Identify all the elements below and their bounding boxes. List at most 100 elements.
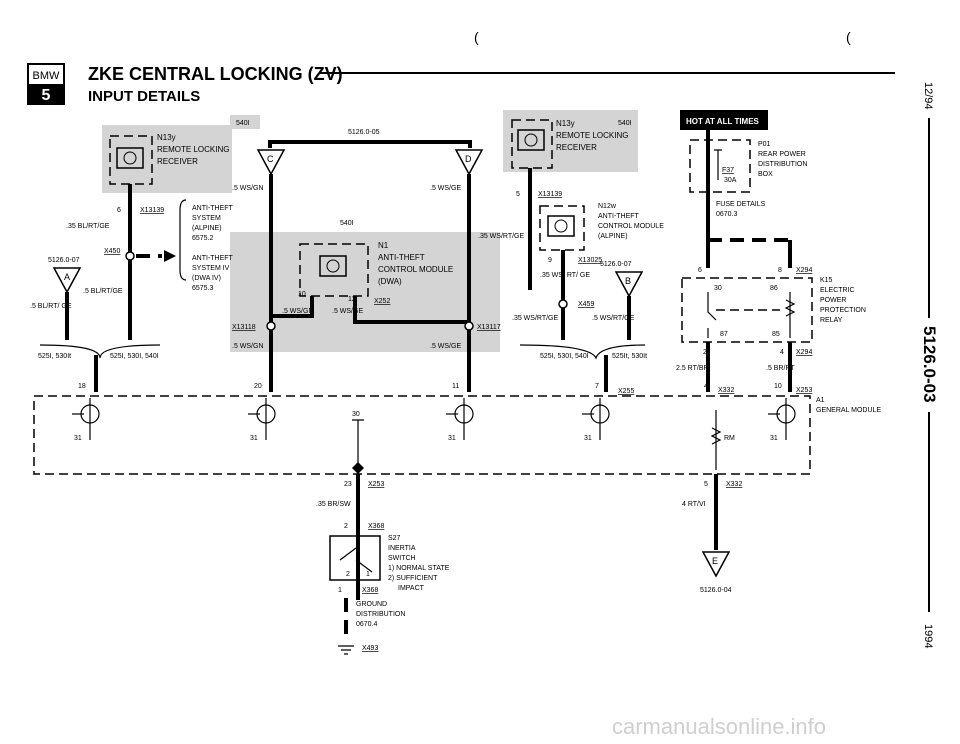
svg-text:SYSTEM: SYSTEM xyxy=(192,215,221,222)
svg-text:IMPACT: IMPACT xyxy=(398,585,425,592)
svg-text:RELAY: RELAY xyxy=(820,317,843,324)
svg-text:2) SUFFICIENT: 2) SUFFICIENT xyxy=(388,575,438,582)
svg-text:4: 4 xyxy=(704,383,708,390)
svg-text:(DWA IV): (DWA IV) xyxy=(192,275,221,282)
svg-text:X253: X253 xyxy=(368,481,384,488)
svg-text:X368: X368 xyxy=(362,587,378,594)
svg-text:RM: RM xyxy=(724,435,735,442)
svg-text:ANTI-THEFT: ANTI-THEFT xyxy=(378,253,425,262)
svg-text:5126.0-05: 5126.0-05 xyxy=(348,129,380,136)
svg-text:.5 WS/GE: .5 WS/GE xyxy=(430,343,461,350)
svg-text:CONTROL MODULE: CONTROL MODULE xyxy=(378,265,453,274)
svg-text:SYSTEM IV: SYSTEM IV xyxy=(192,265,230,272)
page-subtitle: INPUT DETAILS xyxy=(88,88,200,105)
svg-text:A: A xyxy=(64,272,70,282)
svg-text:31: 31 xyxy=(770,435,778,442)
svg-text:20: 20 xyxy=(254,383,262,390)
svg-text:.5 WS/GE: .5 WS/GE xyxy=(430,185,461,192)
connector-d-icon xyxy=(454,149,484,176)
svg-text:(ALPINE): (ALPINE) xyxy=(192,225,222,232)
svg-text:(ALPINE): (ALPINE) xyxy=(598,233,628,240)
p01-module: F37 30A P01 REAR POWER DISTRIBUTION BOX xyxy=(689,139,807,193)
arrow-icon xyxy=(164,250,176,262)
svg-text:31: 31 xyxy=(448,435,456,442)
svg-text:SWITCH: SWITCH xyxy=(388,555,416,562)
svg-text:0670.4: 0670.4 xyxy=(356,621,378,628)
svg-text:2: 2 xyxy=(344,523,348,530)
svg-text:FUSE DETAILS: FUSE DETAILS xyxy=(716,201,766,208)
svg-text:.35 BR/SW: .35 BR/SW xyxy=(316,501,351,508)
hot-at-all-times-label: HOT AT ALL TIMES xyxy=(686,117,760,126)
n12w-module: N12w ANTI-THEFT CONTROL MODULE (ALPINE) xyxy=(539,203,664,251)
svg-text:X294: X294 xyxy=(796,267,812,274)
svg-text:X13118: X13118 xyxy=(232,324,256,331)
svg-text:N13y: N13y xyxy=(157,133,176,142)
svg-text:5: 5 xyxy=(516,191,520,198)
svg-text:A1: A1 xyxy=(816,397,825,404)
connector-e-icon xyxy=(701,551,731,578)
svg-text:GENERAL MODULE: GENERAL MODULE xyxy=(816,407,881,414)
svg-text:REMOTE LOCKING: REMOTE LOCKING xyxy=(556,131,628,140)
svg-text:X459: X459 xyxy=(578,301,594,308)
svg-text:6575.3: 6575.3 xyxy=(192,285,214,292)
svg-text:.5 WS/RT/GE: .5 WS/RT/GE xyxy=(592,315,635,322)
svg-text:31: 31 xyxy=(584,435,592,442)
transistor-icon xyxy=(72,398,796,440)
n1-module: N1 ANTI-THEFT CONTROL MODULE (DWA) xyxy=(299,241,453,297)
svg-text:RECEIVER: RECEIVER xyxy=(157,157,198,166)
svg-text:REMOTE LOCKING: REMOTE LOCKING xyxy=(157,145,229,154)
svg-text:1: 1 xyxy=(366,571,370,578)
svg-text:.5 BR/RT: .5 BR/RT xyxy=(766,365,795,372)
k15-relay: 6 8 X294 30 86 87 85 K15 ELECTRIC POWER … xyxy=(681,267,866,343)
svg-text:BOX: BOX xyxy=(758,171,773,178)
ground-icon xyxy=(338,645,354,655)
n13y-right-module: N13y REMOTE LOCKING RECEIVER xyxy=(511,119,628,169)
pin-6: 6 xyxy=(117,207,121,214)
svg-text:X368: X368 xyxy=(368,523,384,530)
svg-text:5126.0-07: 5126.0-07 xyxy=(600,261,632,268)
svg-text:.35 WS/RT/GE: .35 WS/RT/GE xyxy=(478,233,524,240)
svg-text:X332: X332 xyxy=(718,387,734,394)
svg-text:4: 4 xyxy=(780,349,784,356)
svg-text:525I, 530I, 540I: 525I, 530I, 540I xyxy=(110,353,159,360)
ref-5126-0-07: 5126.0-07 xyxy=(48,257,80,264)
svg-text:N13y: N13y xyxy=(556,119,575,128)
margin-date: 12/94 xyxy=(922,82,934,110)
right-margin: 12/94 5126.0-03 1994 xyxy=(920,82,939,648)
svg-text:1: 1 xyxy=(338,587,342,594)
svg-text:525It, 530It: 525It, 530It xyxy=(612,353,647,360)
svg-text:4 RT/VI: 4 RT/VI xyxy=(682,501,706,508)
badge-bottom: 5 xyxy=(42,87,51,104)
top-mark: ( xyxy=(474,29,479,45)
margin-section: 5126.0-03 xyxy=(920,326,939,403)
watermark: carmanualsonline.info xyxy=(612,714,826,739)
svg-text:P01: P01 xyxy=(758,141,771,148)
svg-text:ANTI-THEFT: ANTI-THEFT xyxy=(192,205,234,212)
wire-color: .35 BL/RT/GE xyxy=(66,223,110,230)
svg-text:.5 WS/GN: .5 WS/GN xyxy=(232,343,264,350)
svg-text:2: 2 xyxy=(346,571,350,578)
connector-x13139: X13139 xyxy=(140,207,164,214)
svg-text:9: 9 xyxy=(548,257,552,264)
svg-text:N1: N1 xyxy=(378,241,389,250)
svg-text:REAR POWER: REAR POWER xyxy=(758,151,806,158)
svg-text:X13117: X13117 xyxy=(477,324,501,331)
svg-text:11: 11 xyxy=(452,383,459,390)
svg-text:.35 WS/ RT/ GE: .35 WS/ RT/ GE xyxy=(540,272,590,279)
svg-text:X493: X493 xyxy=(362,645,378,652)
svg-text:(DWA): (DWA) xyxy=(378,277,402,286)
svg-text:ANTI-THEFT: ANTI-THEFT xyxy=(598,213,640,220)
svg-text:F37: F37 xyxy=(722,167,734,174)
svg-text:POWER: POWER xyxy=(820,297,846,304)
shade-540i xyxy=(230,115,260,129)
svg-text:2: 2 xyxy=(703,349,707,356)
svg-text:525I, 530I, 540I: 525I, 530I, 540I xyxy=(540,353,589,360)
svg-text:23: 23 xyxy=(344,481,352,488)
svg-text:.5 BL/RT/ GE: .5 BL/RT/ GE xyxy=(30,303,72,310)
svg-text:X332: X332 xyxy=(726,481,742,488)
svg-text:12: 12 xyxy=(348,296,356,303)
svg-text:0670.3: 0670.3 xyxy=(716,211,738,218)
svg-text:DISTRIBUTION: DISTRIBUTION xyxy=(758,161,807,168)
hot-at-all-times-box xyxy=(680,110,768,130)
svg-text:X294: X294 xyxy=(796,349,812,356)
